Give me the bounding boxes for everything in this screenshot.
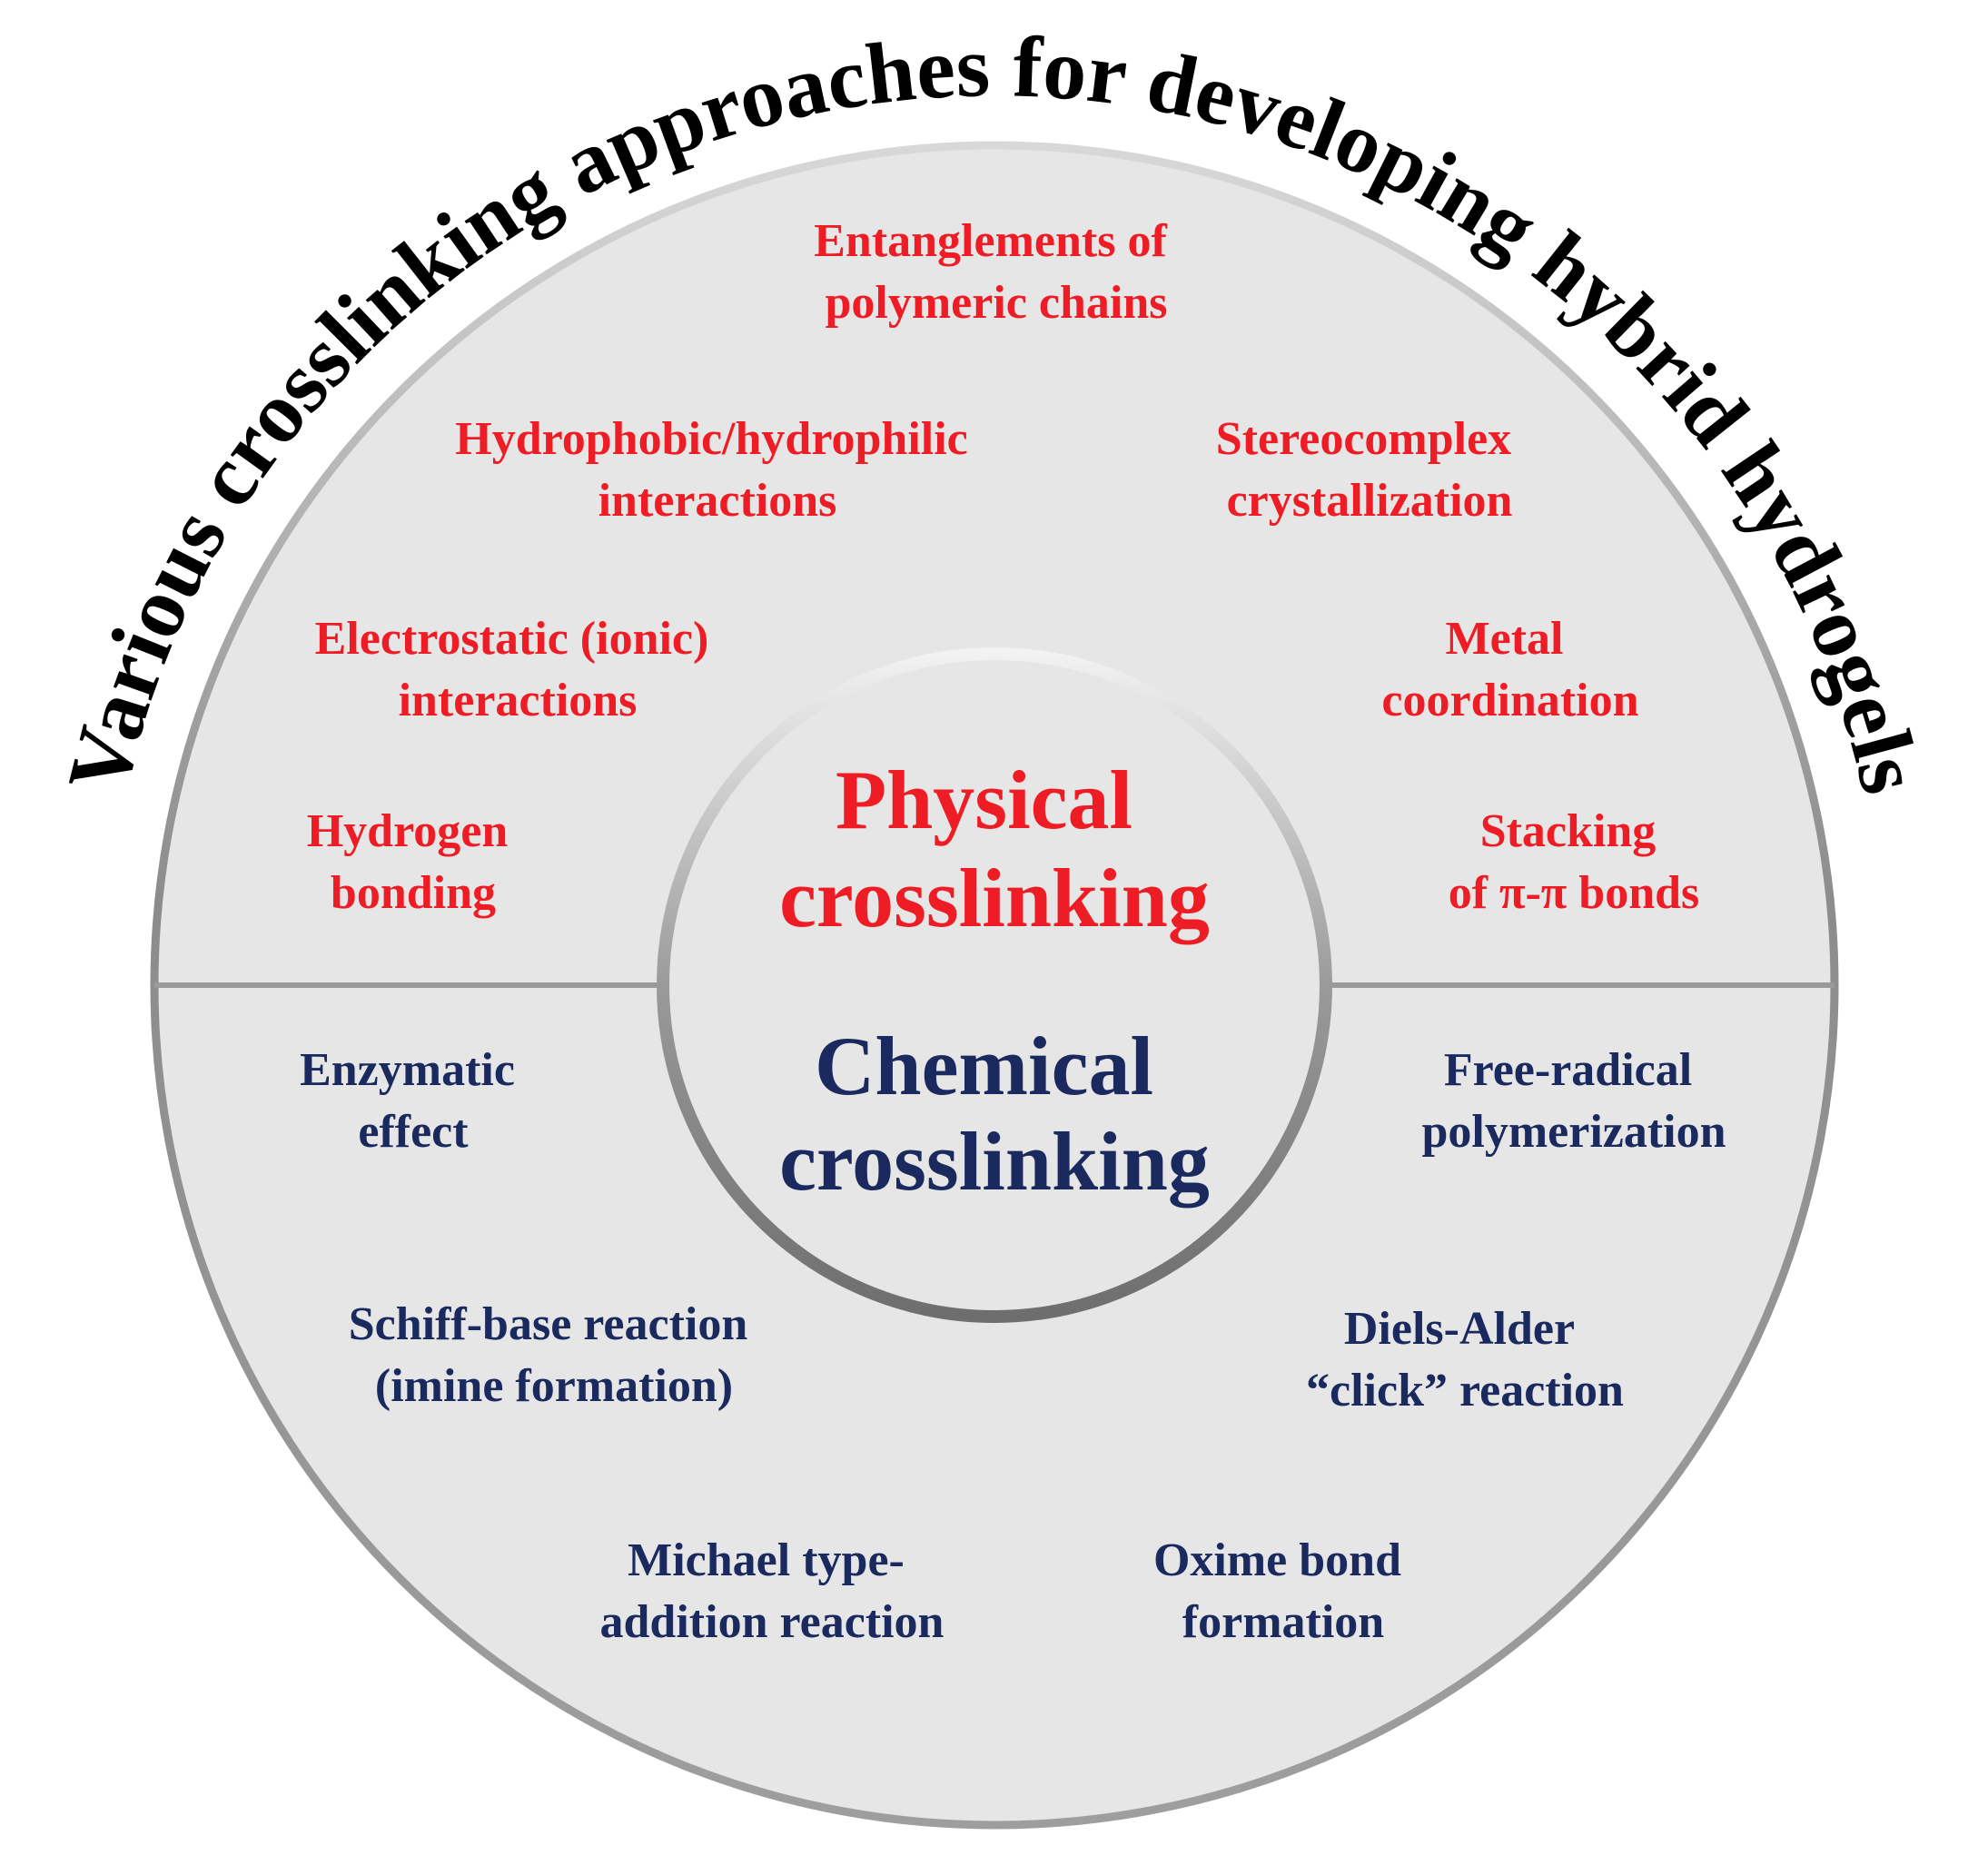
method-line2: “click” reaction [1306, 1365, 1624, 1416]
method-line1: Electrostatic (ionic) [315, 613, 709, 665]
physical-method: Metal coordination [1381, 613, 1638, 726]
method-line1: Schiff-base reaction [349, 1298, 748, 1350]
method-line1: Stereocomplex [1216, 413, 1511, 465]
chemical-crosslinking-line2: crosslinking [779, 1115, 1210, 1208]
method-line1: Oxime bond [1153, 1534, 1401, 1586]
chemical-method: Michael type- addition reaction [600, 1534, 945, 1648]
physical-method: Stereocomplex crystallization [1216, 413, 1523, 527]
method-line2: addition reaction [600, 1596, 945, 1648]
physical-method: Hydrophobic/hydrophilic interactions [455, 413, 979, 527]
method-line1: Stacking [1480, 805, 1657, 857]
chemical-method: Oxime bond formation [1153, 1534, 1413, 1648]
method-line1: Enzymatic [300, 1044, 515, 1096]
physical-crosslinking-label: Physical crosslinking [779, 754, 1210, 944]
method-line1: Hydrophobic/hydrophilic [455, 413, 967, 465]
chemical-crosslinking-line1: Chemical [815, 1020, 1153, 1112]
method-line2: coordination [1381, 675, 1638, 726]
method-line2: formation [1182, 1596, 1384, 1648]
method-line2: polymeric chains [826, 277, 1168, 329]
method-line2: (imine formation) [375, 1360, 733, 1412]
physical-method: Hydrogen bonding [307, 805, 520, 919]
method-line2: of π-π bonds [1449, 867, 1700, 919]
method-line1: Metal [1446, 613, 1564, 665]
chemical-method: Diels-Alder “click” reaction [1306, 1303, 1624, 1416]
method-line1: Free-radical [1444, 1044, 1692, 1096]
chemical-method: Schiff-base reaction (imine formation) [349, 1298, 760, 1412]
method-line2: polymerization [1421, 1106, 1726, 1158]
method-line2: interactions [598, 475, 837, 527]
physical-method: Electrostatic (ionic) interactions [315, 613, 721, 726]
inner-circle [657, 647, 1332, 1323]
method-line2: bonding [331, 867, 496, 919]
physical-method: Entanglements of polymeric chains [814, 215, 1179, 329]
chemical-method: Free-radical polymerization [1421, 1044, 1726, 1158]
physical-crosslinking-line1: Physical [836, 754, 1132, 846]
method-line1: Hydrogen [307, 805, 509, 857]
physical-method: Stacking of π-π bonds [1449, 805, 1700, 919]
chemical-crosslinking-label: Chemical crosslinking [779, 1020, 1210, 1208]
chemical-method: Enzymatic effect [300, 1044, 527, 1158]
method-line1: Entanglements of [814, 215, 1167, 267]
method-line2: effect [358, 1106, 469, 1158]
method-line1: Diels-Alder [1344, 1303, 1574, 1355]
method-line2: interactions [399, 675, 638, 726]
method-line1: Michael type- [628, 1534, 905, 1586]
physical-crosslinking-line2: crosslinking [779, 852, 1210, 944]
method-line2: crystallization [1227, 475, 1513, 527]
